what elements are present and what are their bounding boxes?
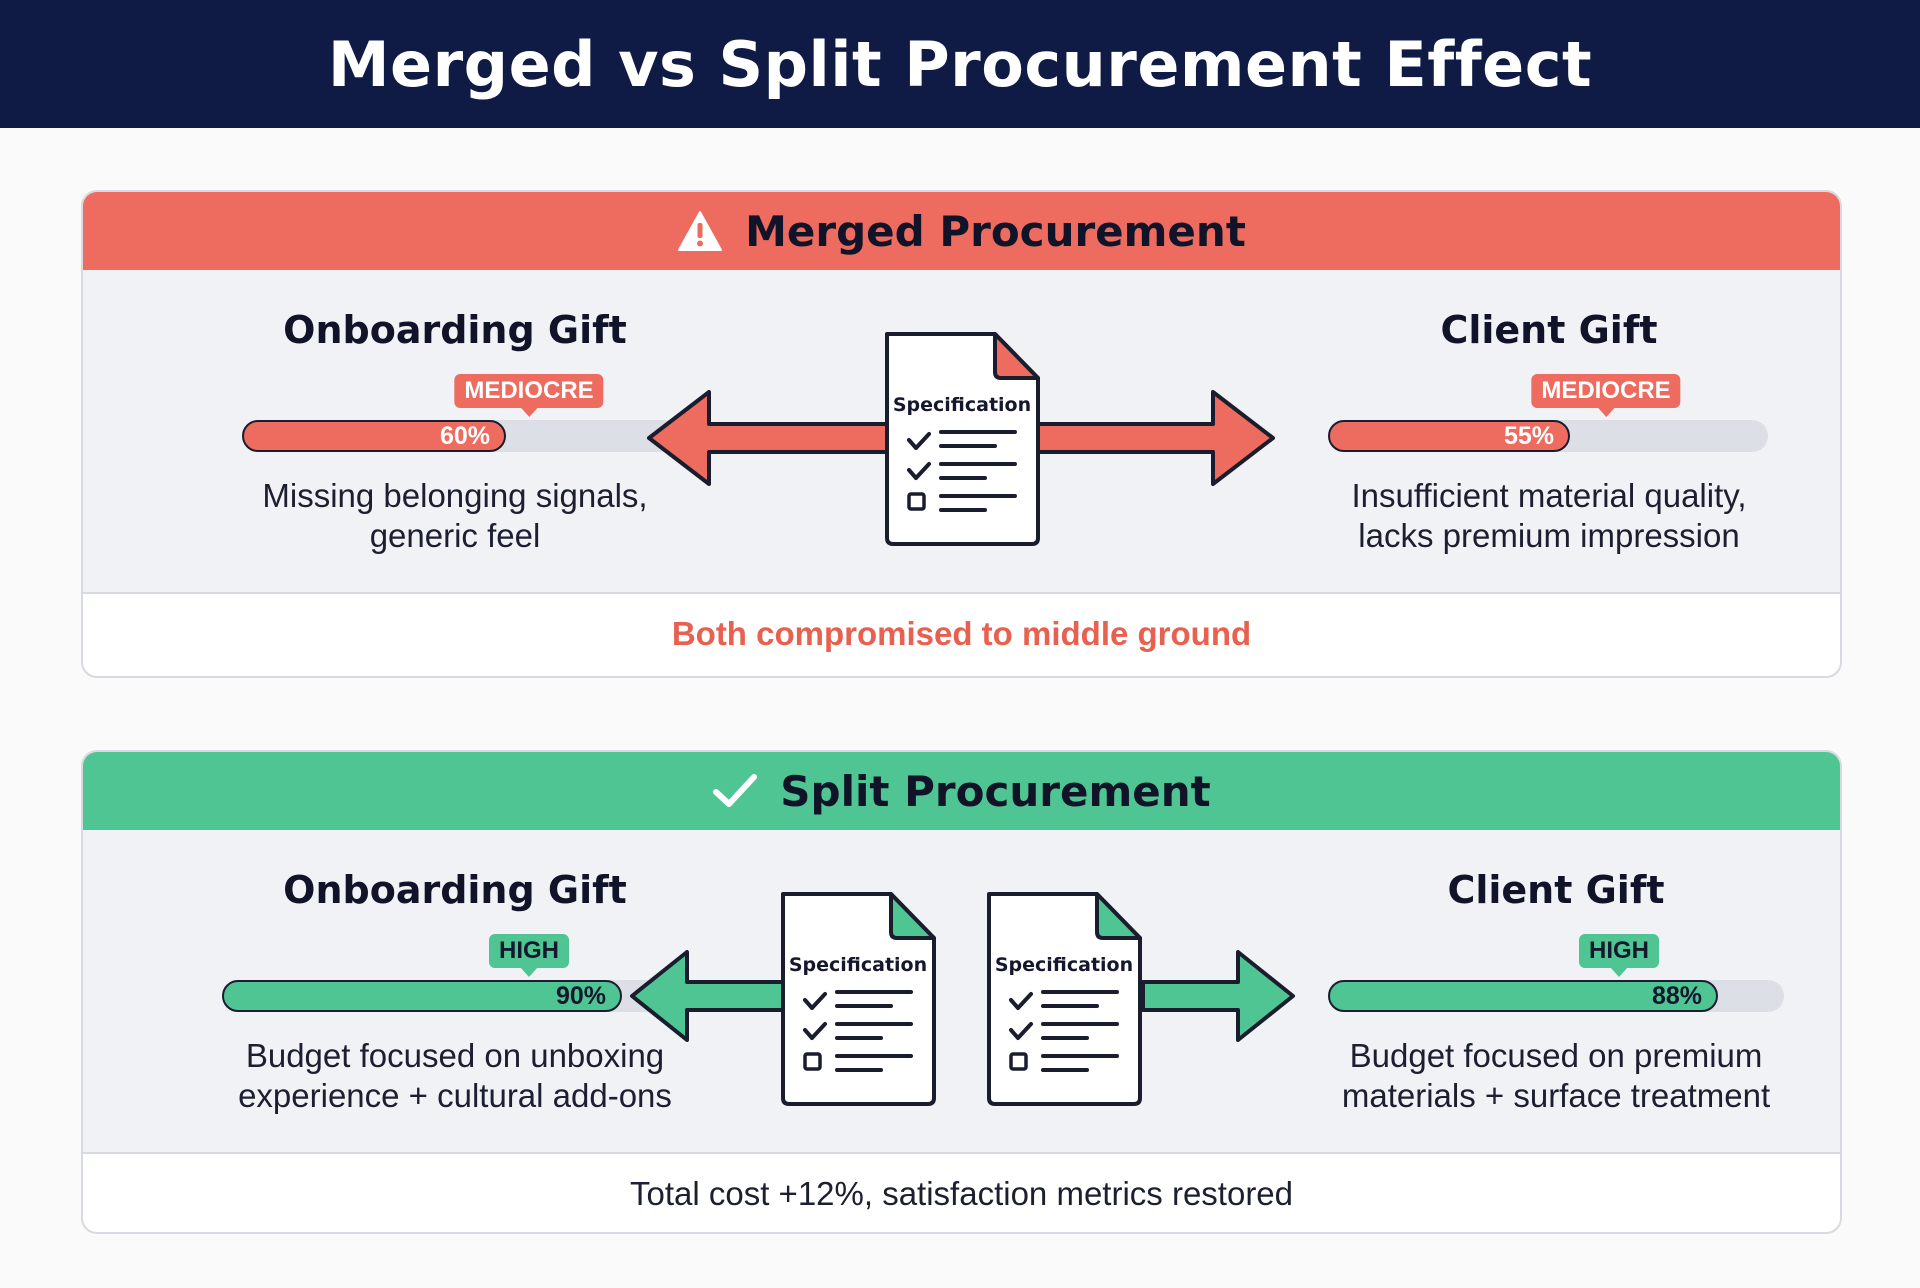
merged-panel-header: Merged Procurement — [83, 192, 1840, 270]
gift-name: Onboarding Gift — [283, 868, 627, 912]
progress-percent: 90% — [555, 981, 606, 1010]
split-panel-footer: Total cost +12%, satisfaction metrics re… — [629, 1175, 1294, 1212]
document-label: Specification — [789, 954, 927, 976]
merged-panel-title: Merged Procurement — [745, 206, 1246, 256]
progress-track: 90% — [222, 980, 678, 1012]
description-line: generic feel — [369, 517, 541, 554]
gift-name: Client Gift — [1447, 868, 1665, 912]
merged-procurement-panel: Merged Procurement Onboarding Gift MEDIO… — [81, 190, 1842, 678]
document-label: Specification — [893, 394, 1031, 416]
double-arrow-icon — [647, 390, 1275, 486]
progress-percent: 88% — [1651, 981, 1702, 1010]
description-line: Insufficient material quality, — [1351, 477, 1747, 514]
progress-track: 60% — [242, 420, 682, 452]
progress-fill: 55% — [1328, 420, 1570, 452]
description-line: lacks premium impression — [1358, 517, 1740, 554]
quality-badge: MEDIOCRE — [454, 374, 604, 417]
document-label: Specification — [995, 954, 1133, 976]
title-bar: Merged vs Split Procurement Effect — [0, 0, 1920, 128]
progress-fill: 60% — [242, 420, 506, 452]
right-arrow-icon — [1141, 950, 1295, 1042]
gift-description: Budget focused on premium materials + su… — [1296, 1036, 1816, 1116]
merged-panel-footer: Both compromised to middle ground — [671, 615, 1252, 652]
progress-track: 55% — [1328, 420, 1768, 452]
description-line: experience + cultural add-ons — [238, 1077, 672, 1114]
specification-document-icon: Specification — [781, 892, 936, 1106]
quality-badge: MEDIOCRE — [1531, 374, 1681, 417]
split-procurement-panel: Split Procurement Onboarding Gift HIGH 9… — [81, 750, 1842, 1234]
progress-fill: 90% — [222, 980, 622, 1012]
description-line: Budget focused on premium — [1349, 1037, 1763, 1074]
specification-document-icon: Specification — [885, 332, 1040, 546]
gift-description: Insufficient material quality, lacks pre… — [1289, 476, 1809, 556]
split-panel-title: Split Procurement — [780, 766, 1211, 816]
page-title: Merged vs Split Procurement Effect — [327, 27, 1593, 101]
quality-badge: HIGH — [1579, 934, 1659, 977]
description-line: Missing belonging signals, — [262, 477, 648, 514]
split-panel-header: Split Procurement — [83, 752, 1840, 830]
specification-document-icon: Specification — [987, 892, 1142, 1106]
progress-fill: 88% — [1328, 980, 1718, 1012]
gift-description: Budget focused on unboxing experience + … — [195, 1036, 715, 1116]
description-line: materials + surface treatment — [1341, 1077, 1771, 1114]
gift-name: Onboarding Gift — [283, 308, 627, 352]
quality-badge: HIGH — [489, 934, 569, 977]
checkmark-icon — [713, 774, 758, 807]
split-panel-body: Onboarding Gift HIGH 90% Budget focused … — [83, 830, 1840, 1154]
gift-description: Missing belonging signals, generic feel — [195, 476, 715, 556]
description-line: Budget focused on unboxing — [245, 1037, 665, 1074]
gift-name: Client Gift — [1440, 308, 1658, 352]
progress-percent: 60% — [439, 421, 490, 450]
progress-percent: 55% — [1503, 421, 1554, 450]
progress-track: 88% — [1328, 980, 1784, 1012]
warning-icon — [678, 211, 723, 251]
merged-panel-body: Onboarding Gift MEDIOCRE 60% Missing bel… — [83, 270, 1840, 594]
